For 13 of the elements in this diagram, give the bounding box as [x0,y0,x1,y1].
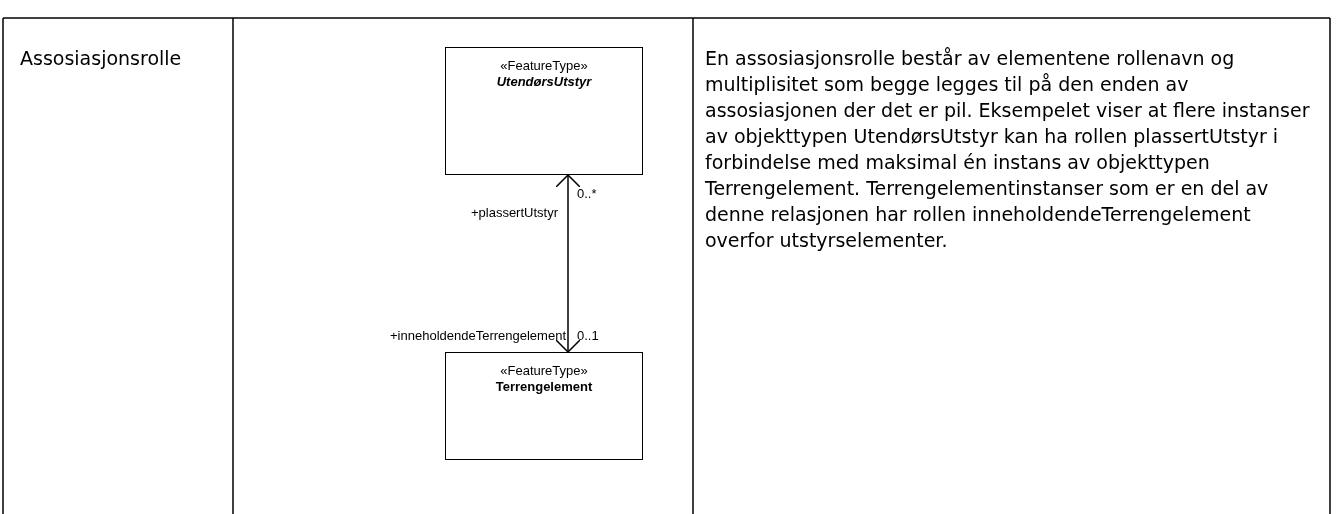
uml-class-box [445,352,643,460]
description-text: En assosiasjonsrolle består av elementene rollenavn og multiplisitet som begge legges til på den enden av assosiasjonen der det er pil. Eksempelet viser at flere instanser av objekttypen UtendørsUtstyr kan ha rollen plassertUtstyr i forbindelse med maksimal én instans av objekttypen Terrengelement. Terrengelementinstanser som er en del av denne relasjonen har rollen inneholdendeTerrengelement overfor utstyrselementer. [705,46,1311,253]
multiplicity: 0..1 [577,328,599,344]
multiplicity: 0..* [577,186,597,202]
stereotype-text: «FeatureType» [499,58,589,74]
class-name: Terrengelement [494,379,594,395]
role-name: +inneholdendeTerrengelement [390,328,566,344]
stereotype-text: «FeatureType» [499,363,589,379]
uml-class-box [445,47,643,175]
class-name: UtendørsUtstyr [495,74,593,90]
association-line [555,174,581,353]
row-heading: Assosiasjonsrolle [20,46,182,71]
role-name: +plassertUtstyr [470,205,558,221]
